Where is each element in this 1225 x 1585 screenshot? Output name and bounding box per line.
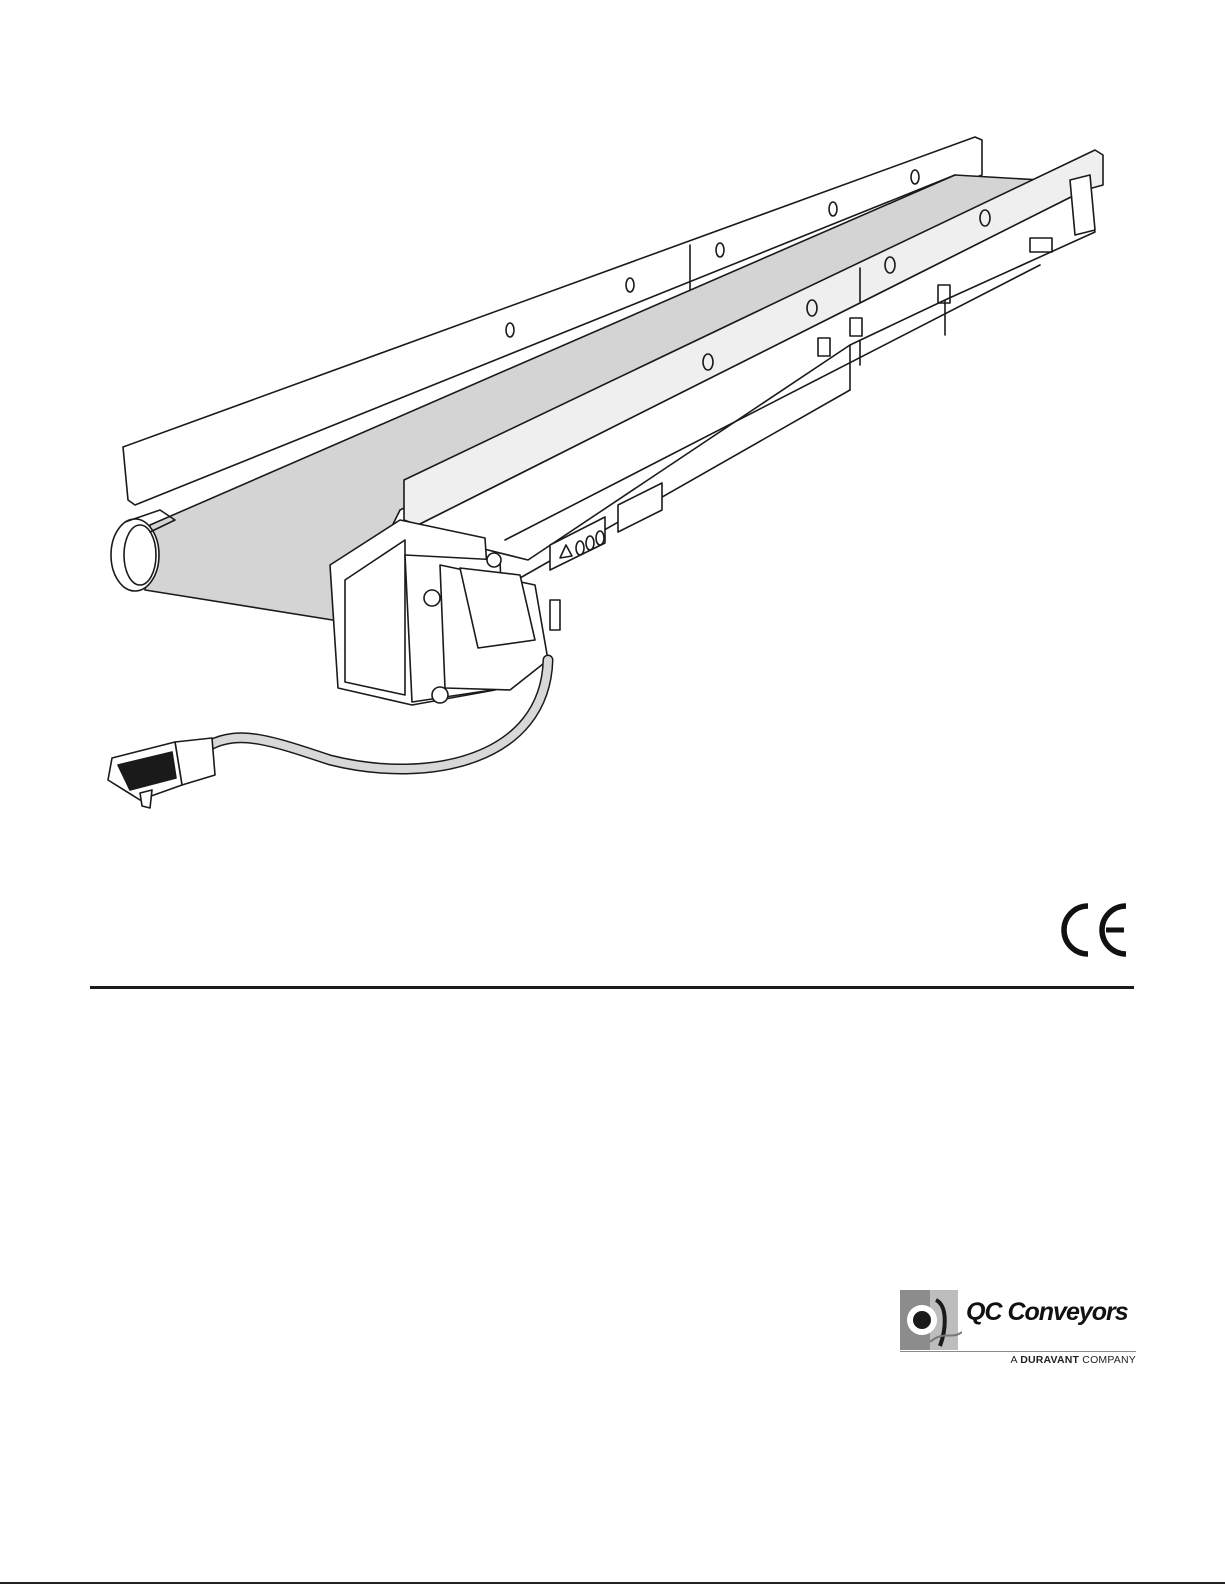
tagline-prefix: A xyxy=(1010,1354,1017,1366)
tagline-brand: DURAVANT xyxy=(1020,1354,1079,1366)
section-divider xyxy=(90,986,1134,989)
logo-divider xyxy=(900,1351,1136,1352)
company-logo: QC Conveyors A DURAVANT COMPANY xyxy=(900,1290,1140,1372)
company-name: QC Conveyors xyxy=(966,1298,1128,1327)
qc-logo-mark-icon xyxy=(900,1290,962,1354)
page-bottom-edge xyxy=(0,1582,1225,1584)
tagline-suffix: COMPANY xyxy=(1082,1354,1136,1366)
conveyor-illustration-icon xyxy=(0,0,1225,880)
ce-mark-icon xyxy=(1058,900,1138,960)
company-tagline: A DURAVANT COMPANY xyxy=(1010,1354,1136,1366)
